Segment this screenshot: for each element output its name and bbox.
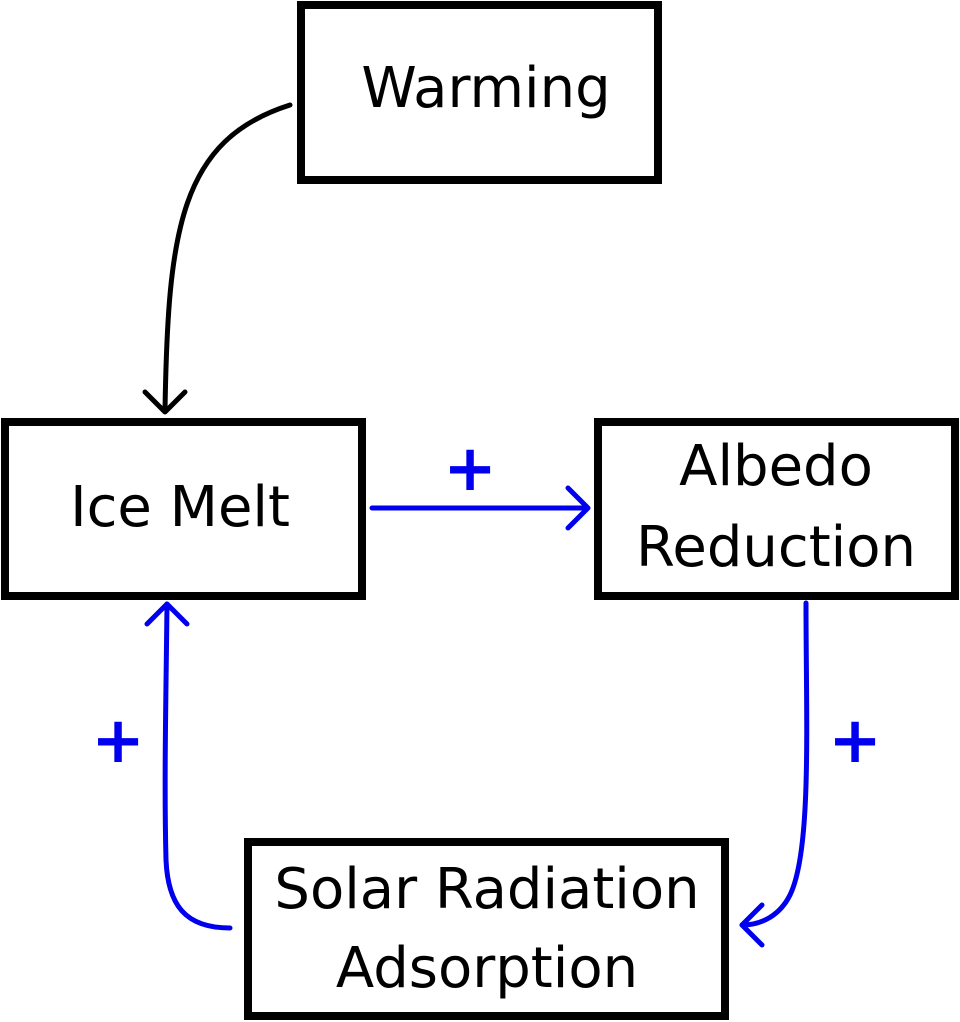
- node-albedo-reduction-label-line2: Reduction: [636, 515, 916, 580]
- node-ice-melt-label: Ice Melt: [70, 475, 290, 540]
- node-albedo-reduction-box: [594, 418, 959, 600]
- edge-warming-to-ice-melt-line: [162, 102, 293, 413]
- sign-solar-to-ice-melt: +: [91, 704, 145, 778]
- edge-warming-to-ice-melt: [142, 102, 293, 415]
- edge-albedo-to-solar-arrowhead: [739, 902, 765, 948]
- edge-albedo-to-solar-line: [739, 600, 810, 928]
- edge-solar-to-ice-melt: +: [91, 601, 233, 931]
- node-warming: Warming: [297, 1, 662, 184]
- edge-solar-to-ice-melt-line: [162, 601, 233, 931]
- sign-albedo-to-solar: +: [828, 704, 882, 778]
- edge-albedo-to-solar: +: [739, 600, 882, 948]
- sign-ice-melt-to-albedo: +: [443, 432, 497, 506]
- node-solar-radiation-adsorption-label-line2: Adsorption: [336, 936, 638, 1001]
- node-ice-melt: Ice Melt: [1, 418, 366, 600]
- edge-solar-to-ice-melt-arrowhead: [144, 601, 190, 627]
- node-warming-label: Warming: [361, 56, 610, 121]
- node-solar-radiation-adsorption: Solar Radiation Adsorption: [244, 838, 729, 1020]
- node-albedo-reduction: Albedo Reduction: [594, 418, 959, 600]
- node-solar-radiation-adsorption-box: [244, 838, 729, 1020]
- node-ice-melt-box: [1, 418, 366, 600]
- edge-ice-melt-to-albedo-arrowhead: [565, 485, 591, 531]
- edge-ice-melt-to-albedo: +: [369, 432, 591, 531]
- node-warming-box: [297, 1, 662, 184]
- node-albedo-reduction-label-line1: Albedo: [679, 434, 873, 499]
- edge-warming-to-ice-melt-arrowhead: [142, 389, 188, 415]
- node-solar-radiation-adsorption-label-line1: Solar Radiation: [274, 857, 699, 922]
